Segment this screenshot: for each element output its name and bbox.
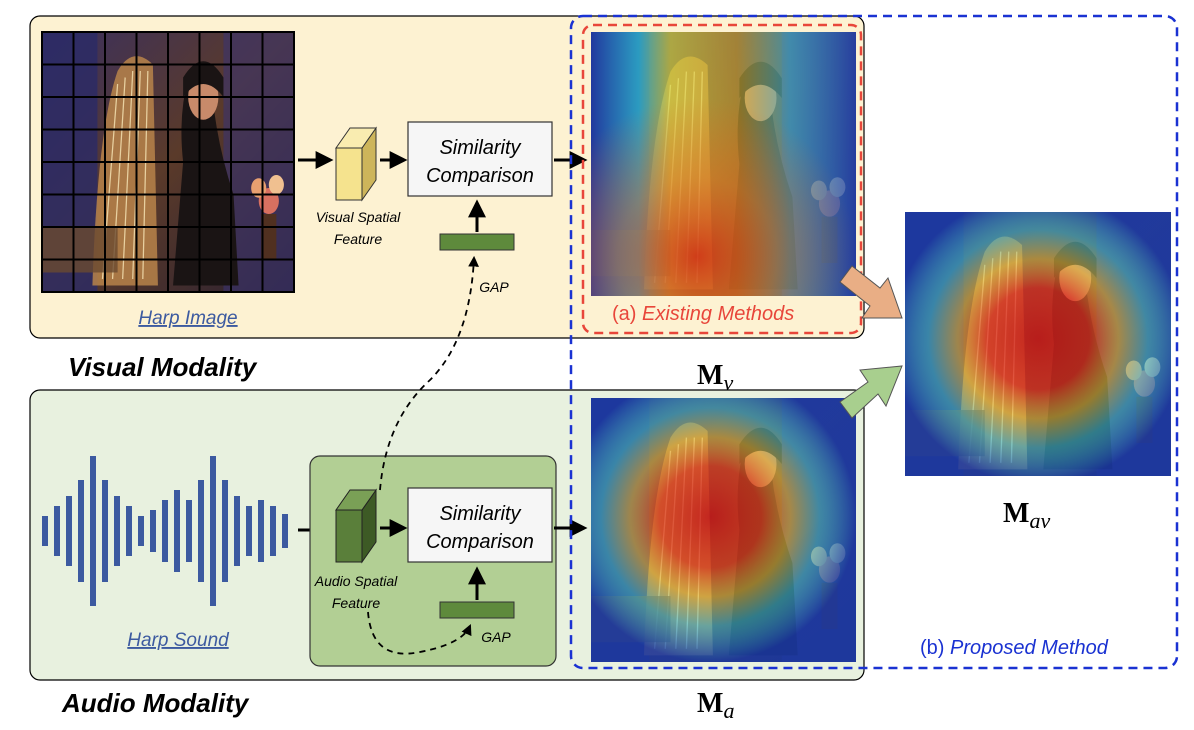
fused-map-label: Mav: [1003, 498, 1050, 533]
audio-similarity-box: [407, 487, 553, 563]
existing-methods-label: (a) Existing Methods: [612, 303, 794, 325]
audio-heatmap: [589, 396, 858, 664]
fused-heatmap: [903, 210, 1173, 478]
visual-similarity-line1: Similarity: [439, 137, 521, 159]
audio-feature-label-line1: Audio Spatial: [314, 573, 398, 589]
visual-feature-label-line2: Feature: [334, 231, 382, 247]
audio-waveform: [42, 456, 288, 606]
audio-similarity-line2: Comparison: [426, 531, 534, 553]
harp-sound-caption[interactable]: Harp Sound: [127, 630, 230, 651]
visual-modality-label: Visual Modality: [68, 352, 258, 382]
visual-similarity-box: [407, 121, 553, 197]
proposed-method-box: [569, 14, 1179, 670]
audio-feature-label-line2: Feature: [332, 595, 380, 611]
audio-similarity-line1: Similarity: [439, 503, 521, 525]
audio-map-label: Ma: [697, 688, 734, 723]
audio-gap-bar: [439, 601, 515, 619]
arrow-visual-map-to-fused: [839, 265, 903, 319]
visual-map-label: Mv: [697, 360, 733, 395]
visual-gap-bar: [439, 233, 515, 251]
image-grid: [41, 31, 295, 293]
visual-feature-label-line1: Visual Spatial: [316, 209, 401, 225]
audio-modality-label: Audio Modality: [61, 688, 250, 718]
dashed-link-audio-feature-to-visual-gap: [379, 255, 479, 491]
visual-heatmap: [589, 30, 858, 298]
proposed-method-label: (b) Proposed Method: [920, 637, 1109, 659]
existing-methods-box: [581, 23, 863, 335]
existing-methods-name: Existing Methods: [642, 303, 794, 325]
dashed-link-audio-feature-to-audio-gap: [367, 611, 472, 655]
proposed-method-name: Proposed Method: [950, 637, 1109, 659]
audio-gap-label: GAP: [481, 629, 511, 645]
arrow-audio-map-to-fused: [839, 365, 903, 419]
visual-feature-cube: [335, 126, 377, 202]
harp-image-caption[interactable]: Harp Image: [138, 308, 237, 329]
audio-feature-cube: [335, 488, 377, 564]
visual-gap-label: GAP: [479, 279, 509, 295]
visual-similarity-line2: Comparison: [426, 165, 534, 187]
